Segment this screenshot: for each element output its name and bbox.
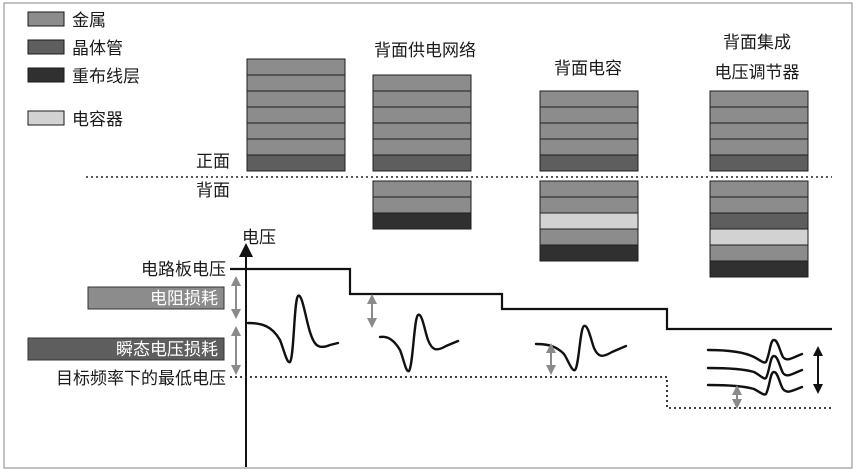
transient-loss-label: 瞬态电压损耗 xyxy=(116,340,218,360)
stack-layer xyxy=(372,106,472,124)
front-side-label: 正面 xyxy=(196,152,230,172)
stack-layer xyxy=(372,180,472,198)
legend-redistribution-label: 重布线层 xyxy=(72,67,140,87)
transient-waveform-3 xyxy=(534,324,628,372)
column-title-backside-ivr-line1: 背面集成 xyxy=(723,33,791,53)
stack-layer xyxy=(539,180,639,198)
column-title-backside-capacitor: 背面电容 xyxy=(554,59,622,79)
board-voltage-label: 电路板电压 xyxy=(141,260,226,280)
stack-layer xyxy=(709,122,809,140)
voltage-step-line xyxy=(230,267,832,331)
stack-layer xyxy=(539,212,639,230)
stack-layer xyxy=(709,154,809,172)
stack-layer xyxy=(539,244,639,262)
stack-conventional xyxy=(246,58,346,172)
stack-layer xyxy=(246,154,346,172)
stack-layer xyxy=(709,138,809,156)
transient-loss-box xyxy=(27,337,225,361)
stack-layer xyxy=(372,138,472,156)
figure-frame xyxy=(3,2,853,469)
stack-layer xyxy=(709,228,809,246)
stack-layer xyxy=(246,138,346,156)
stack-backside-pdn xyxy=(372,74,472,230)
stack-layer xyxy=(246,106,346,124)
stack-layer xyxy=(539,196,639,214)
stack-layer xyxy=(539,90,639,108)
column-title-backside-pdn: 背面供电网络 xyxy=(374,41,476,61)
stack-layer xyxy=(246,122,346,140)
transient-waveform-2 xyxy=(378,313,460,373)
legend-transistor-label: 晶体管 xyxy=(72,39,123,59)
stack-layer xyxy=(246,90,346,108)
stack-layer xyxy=(709,212,809,230)
stack-layer xyxy=(539,154,639,172)
transient-waveform-4b xyxy=(706,354,804,380)
legend-redistribution-swatch xyxy=(27,67,65,83)
stack-layer xyxy=(709,196,809,214)
legend-capacitor-label: 电容器 xyxy=(72,110,123,130)
legend-metal-label: 金属 xyxy=(72,11,106,31)
min-voltage-label: 目标频率下的最低电压 xyxy=(56,369,226,389)
stack-layer xyxy=(539,122,639,140)
stack-layer xyxy=(539,138,639,156)
stack-layer xyxy=(709,106,809,124)
back-side-label: 背面 xyxy=(196,181,230,201)
stack-layer xyxy=(372,196,472,214)
transient-waveform-4a xyxy=(706,338,804,364)
legend-capacitor-swatch xyxy=(27,110,65,126)
stack-layer xyxy=(246,58,346,76)
stack-layer xyxy=(539,106,639,124)
resistive-loss-box xyxy=(87,286,225,310)
legend: 金属 晶体管 重布线层 电容器 xyxy=(27,11,140,130)
stack-layer xyxy=(709,90,809,108)
transient-waveform-4c xyxy=(706,370,804,396)
column-title-backside-ivr-line2: 电压调节器 xyxy=(715,63,800,83)
stack-backside-ivr xyxy=(709,90,809,278)
stack-backside-capacitor xyxy=(539,90,639,262)
voltage-axis-label: 电压 xyxy=(242,228,276,248)
stack-layer xyxy=(372,212,472,230)
stack-layer xyxy=(539,228,639,246)
transient-waveform-1 xyxy=(246,294,340,364)
stack-layer xyxy=(372,90,472,108)
stack-layer xyxy=(372,74,472,92)
stack-layer xyxy=(709,244,809,262)
stack-layer xyxy=(709,180,809,198)
stack-layer xyxy=(372,154,472,172)
stack-layer xyxy=(246,74,346,92)
legend-transistor-swatch xyxy=(27,39,65,55)
legend-metal-swatch xyxy=(27,11,65,27)
resistive-loss-label: 电阻损耗 xyxy=(150,289,218,309)
min-voltage-dotted-line xyxy=(230,376,832,409)
stack-layer xyxy=(372,122,472,140)
stack-layer xyxy=(709,260,809,278)
